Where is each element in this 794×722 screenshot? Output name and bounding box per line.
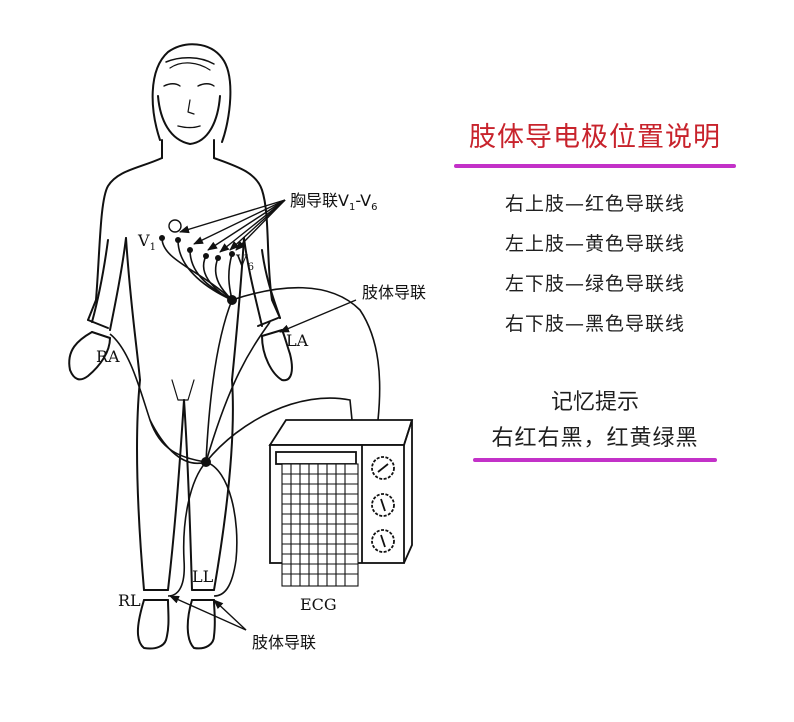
chest-leads-label: 胸导联V1-V6 (290, 191, 377, 213)
limb-lead-junction (201, 457, 211, 467)
ecg-paper-grid (281, 463, 359, 587)
ra-label: RA (96, 347, 120, 366)
mapping-left-leg: 左下肢—绿色导联线 (504, 273, 685, 295)
limb-leads-label-top: 肢体导联 (362, 283, 426, 302)
limb-leads-label-bottom: 肢体导联 (252, 633, 316, 652)
ll-label: LL (192, 567, 214, 586)
memory-tip-text: 右红右黑，红黄绿黑 (491, 426, 699, 451)
chest-electrodes (159, 235, 237, 305)
memory-tip-title: 记忆提示 (550, 390, 639, 415)
memory-tip: 记忆提示 右红右黑，红黄绿黑 (440, 384, 750, 462)
la-label: LA (286, 331, 309, 350)
color-mapping-list: 右上肢—红色导联线 左上肢—黄色导联线 左下肢—绿色导联线 右下肢—黑色导联线 (440, 184, 750, 344)
rl-label: RL (118, 591, 141, 610)
title-underline (454, 164, 736, 168)
v1-label: V1 (137, 231, 156, 253)
mapping-left-arm: 左上肢—黄色导联线 (504, 233, 685, 255)
mapping-right-arm: 右上肢—红色导联线 (504, 193, 685, 215)
ecg-machine (268, 419, 414, 587)
limb-lead-wires (109, 321, 353, 597)
human-body-outline (68, 43, 293, 650)
v6-label: V6 (235, 251, 254, 273)
mapping-right-leg: 右下肢—黑色导联线 (504, 313, 685, 335)
memory-tip-underline (473, 458, 717, 462)
electrode-legend: 肢体导电极位置说明 右上肢—红色导联线 左上肢—黄色导联线 左下肢—绿色导联线 … (440, 118, 750, 344)
legend-title: 肢体导电极位置说明 (469, 122, 721, 153)
chest-lead-arrows (179, 199, 286, 253)
ecg-label: ECG (300, 595, 337, 614)
limb-lead-arrows (169, 299, 357, 631)
ecg-knobs (371, 456, 395, 553)
